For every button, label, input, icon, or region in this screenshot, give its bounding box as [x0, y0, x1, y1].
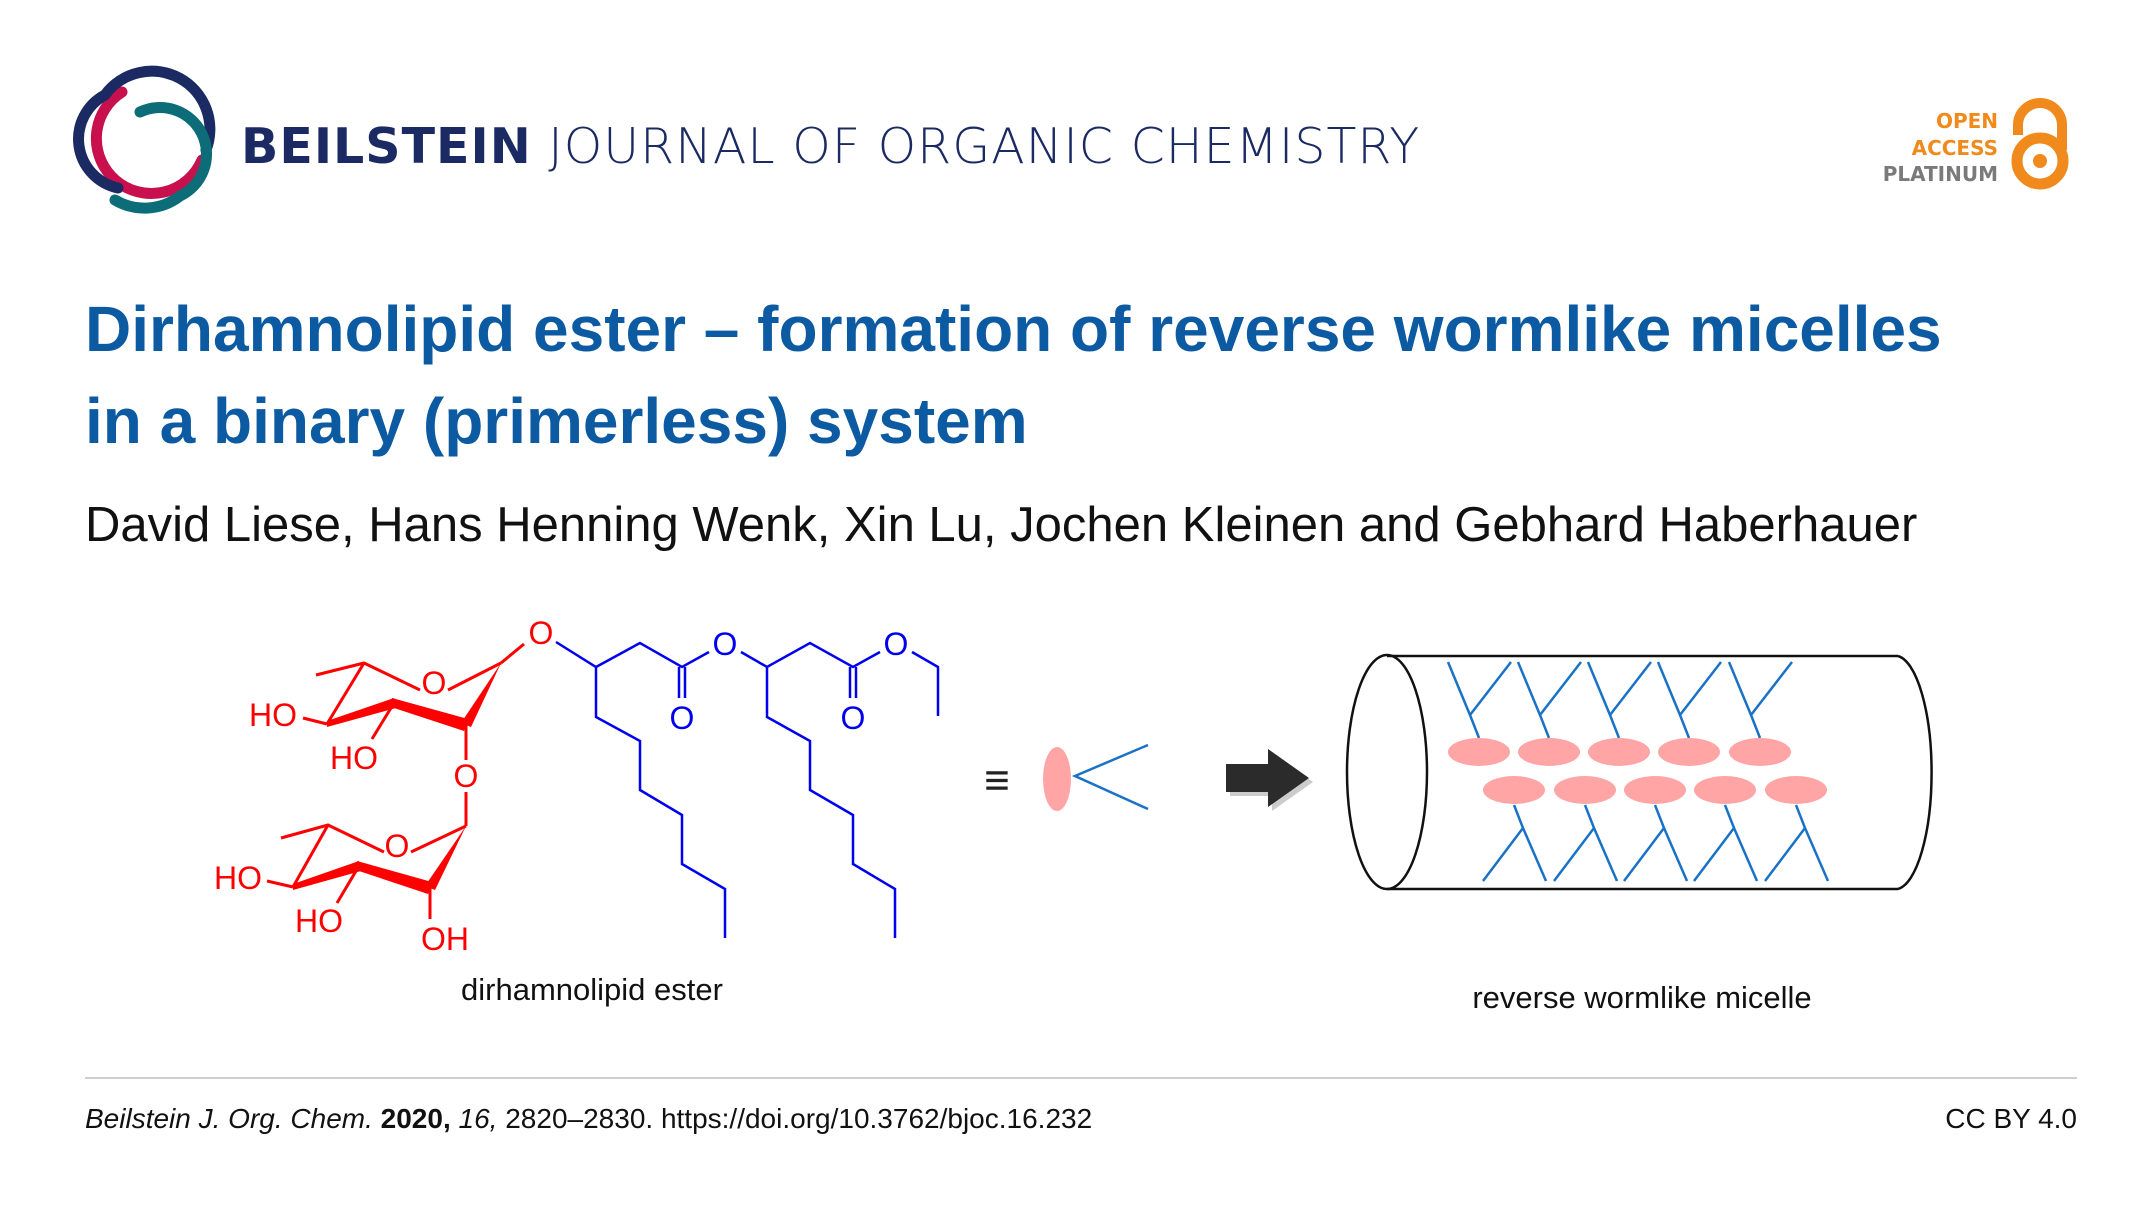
journal-logo	[73, 65, 216, 214]
micelle-head	[1588, 738, 1650, 766]
micelle-tail	[1727, 661, 1762, 739]
glycosidic-oxygen: O	[529, 615, 554, 651]
micelle-tail-branch	[1539, 661, 1582, 716]
micelle-tail	[1656, 661, 1691, 739]
hydroxyl-label: HO	[249, 697, 297, 733]
micelle-tail	[1794, 804, 1830, 882]
micelle-head	[1554, 776, 1616, 804]
ester-oxygen: O	[713, 626, 738, 662]
oa-platinum: PLATINUM	[1882, 162, 1998, 186]
micelle-tail-branch	[1609, 661, 1652, 716]
sugar-bonds	[266, 642, 525, 919]
micelle-tail-branch	[1553, 827, 1595, 882]
logo-arc-navy	[73, 65, 216, 194]
micelle-tail-branch	[1469, 661, 1512, 716]
oa-access: ACCESS	[1911, 135, 1998, 160]
micelle-head	[1624, 776, 1686, 804]
lipid-bonds	[555, 640, 940, 938]
license: CC BY 4.0	[1945, 1103, 2077, 1134]
logo-arc-teal	[109, 102, 212, 214]
hydroxyl-label: HO	[214, 860, 262, 896]
citation: Beilstein J. Org. Chem. 2020, 16, 2820–2…	[85, 1103, 1093, 1134]
footer-divider	[85, 1077, 2077, 1079]
logo-arc-magenta	[90, 86, 208, 199]
micelle-tail	[1446, 661, 1481, 739]
carbonyl-oxygen: O	[670, 700, 695, 736]
carbonyl-oxygen: O	[841, 700, 866, 736]
micelle-tail	[1583, 804, 1619, 882]
tail-group	[1071, 743, 1149, 811]
micelle-head	[1765, 776, 1827, 804]
micelle-head	[1729, 738, 1791, 766]
micelle-cylinder	[1345, 653, 1933, 891]
doi-link[interactable]: 2820–2830. https://doi.org/10.3762/bjoc.…	[505, 1103, 1093, 1134]
structure-label: dirhamnolipid ester	[461, 972, 723, 1007]
hydroxyl-label: HO	[295, 903, 343, 939]
micelle-head	[1518, 738, 1580, 766]
oa-open: OPEN	[1935, 109, 1998, 133]
micelle-tail	[1653, 804, 1689, 882]
open-lock-icon	[2011, 98, 2069, 190]
ester-oxygen: O	[884, 626, 909, 662]
micelle-tail-branch	[1693, 827, 1735, 882]
surfactant-schematic	[1043, 743, 1149, 811]
micelle-tail-branch	[1482, 827, 1524, 882]
hydroxyl-label: HO	[330, 740, 378, 776]
dirhamnolipid-structure: O HO HO O O O HO HO OH O O O O dirhamnol…	[214, 615, 940, 1007]
micelle-tail	[1512, 804, 1548, 882]
open-access-badge: OPEN ACCESS PLATINUM	[1883, 108, 1998, 188]
head-group	[1043, 747, 1071, 811]
glycosidic-oxygen: O	[454, 758, 479, 794]
ring-oxygen: O	[385, 828, 410, 864]
micelle-tail-branch	[1623, 827, 1665, 882]
micelle-head	[1658, 738, 1720, 766]
equivalence-sign: ≡	[984, 756, 1010, 805]
arrow-icon	[1226, 749, 1313, 811]
micelle-tail-branch	[1750, 661, 1793, 716]
hydroxyl-label: OH	[421, 921, 469, 957]
micelle-head	[1483, 776, 1545, 804]
micelle-tail	[1586, 661, 1621, 739]
sugar-wedges	[293, 663, 501, 894]
article-title: Dirhamnolipid ester – formation of rever…	[85, 293, 1942, 457]
micelle-tail	[1723, 804, 1759, 882]
micelle-label: reverse wormlike micelle	[1472, 980, 1811, 1015]
micelle-tail-branch	[1679, 661, 1722, 716]
journal-name: BEILSTEIN JOURNAL OF ORGANIC CHEMISTRY	[241, 118, 1421, 175]
authors: David Liese, Hans Henning Wenk, Xin Lu, …	[85, 498, 1918, 552]
micelle-tail-branch	[1764, 827, 1806, 882]
micelle-tail	[1516, 661, 1551, 739]
micelle-head	[1448, 738, 1510, 766]
micelle-head	[1694, 776, 1756, 804]
ring-oxygen: O	[422, 665, 447, 701]
